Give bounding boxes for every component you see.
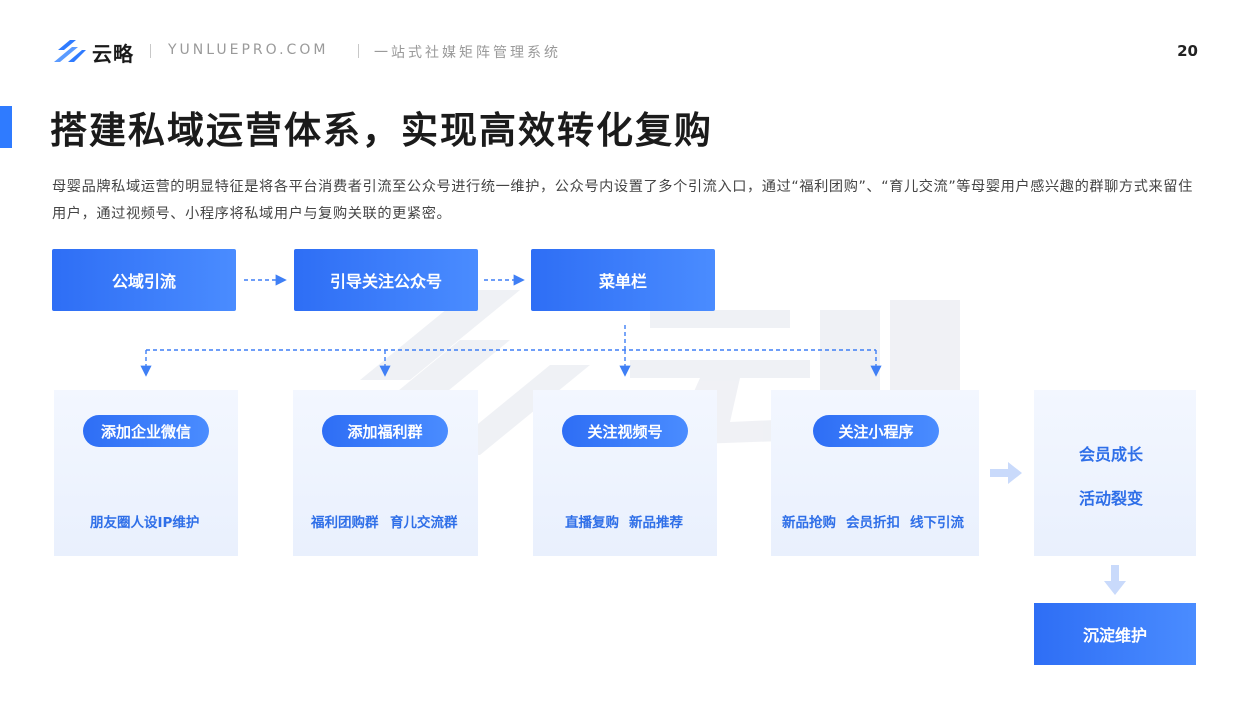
branch-pill-wecom: 添加企业微信 (83, 415, 209, 447)
branch-item: 直播复购 (565, 515, 619, 531)
arrow-right-icon (990, 462, 1022, 484)
final-step-retention: 沉淀维护 (1034, 603, 1196, 665)
flow-step-menu-bar: 菜单栏 (531, 249, 715, 311)
branch-pill-video-channel: 关注视频号 (562, 415, 688, 447)
result-member-growth: 会员成长 (1079, 445, 1144, 464)
branch-item: 新品推荐 (629, 515, 683, 531)
branch-item: 线下引流 (910, 515, 964, 531)
branch-item: 育儿交流群 (390, 515, 458, 531)
title-accent-bar (0, 106, 12, 148)
branch-pill-mini-program: 关注小程序 (813, 415, 939, 447)
tagline: 一站式社媒矩阵管理系统 (374, 45, 561, 61)
branch-item: 新品抢购 (782, 515, 836, 531)
brand-name: 云略 (92, 42, 134, 66)
page-title: 搭建私域运营体系，实现高效转化复购 (50, 109, 713, 152)
branch-pill-welfare-group: 添加福利群 (322, 415, 448, 447)
flow-step-follow-account: 引导关注公众号 (294, 249, 478, 311)
result-activity-fission: 活动裂变 (1079, 489, 1144, 508)
site-url: YUNLUEPRO.COM (168, 42, 329, 58)
description: 母婴品牌私域运营的明显特征是将各平台消费者引流至公众号进行统一维护，公众号内设置… (52, 179, 1193, 222)
branch-item: 朋友圈人设IP维护 (90, 515, 200, 531)
arrow-down-icon (1104, 565, 1126, 595)
header-divider (150, 44, 151, 58)
logo-icon (54, 40, 86, 62)
header-divider (358, 44, 359, 58)
page-number: 20 (1177, 42, 1198, 60)
branch-item: 福利团购群 (311, 515, 379, 531)
flow-step-public-traffic: 公域引流 (52, 249, 236, 311)
panel-membership (1034, 390, 1196, 556)
branch-item: 会员折扣 (846, 515, 900, 531)
